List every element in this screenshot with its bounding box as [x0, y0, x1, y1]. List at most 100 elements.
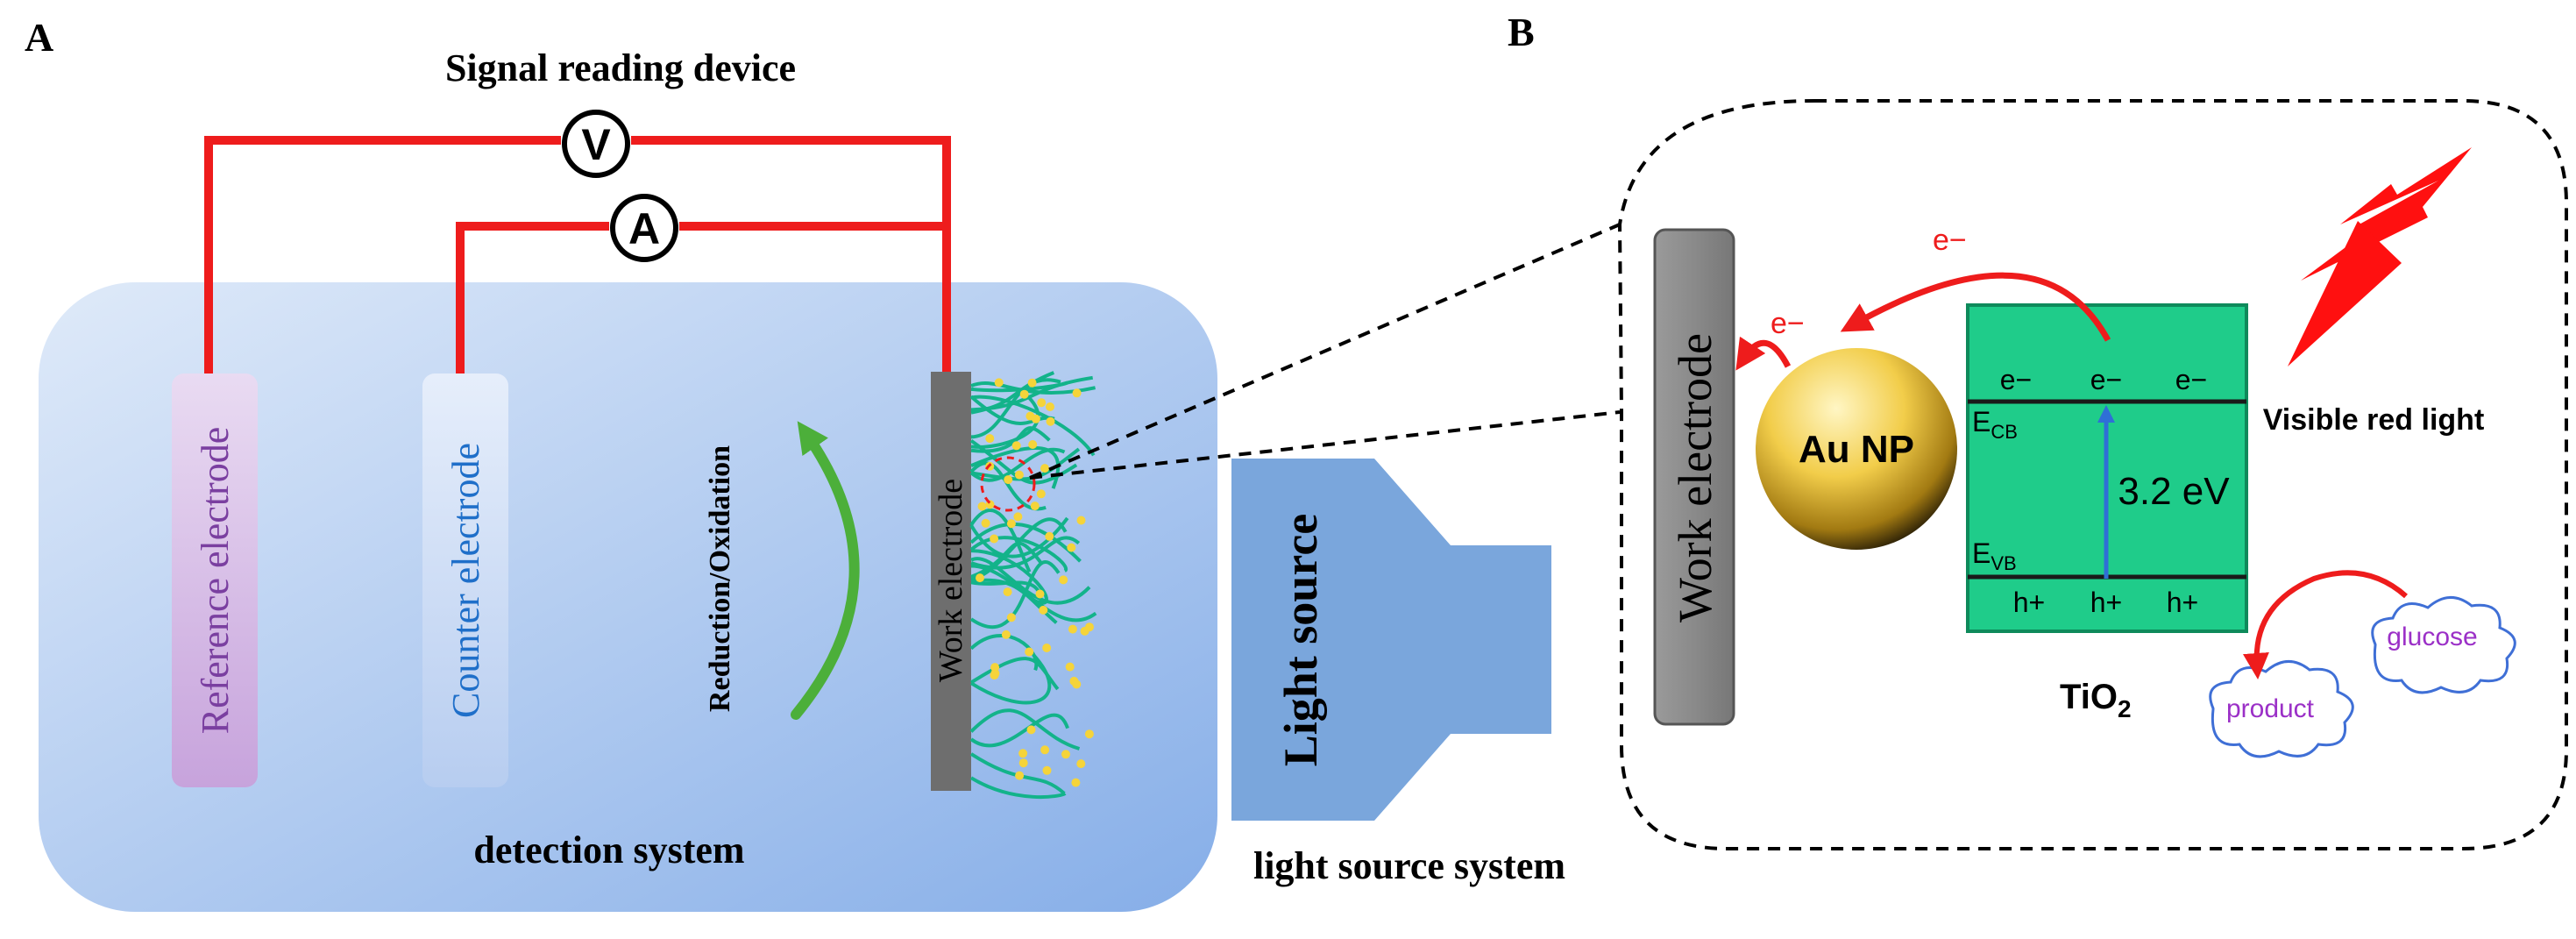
light-source-lens: [1451, 545, 1551, 734]
electron-to-electrode-label: e−: [1771, 307, 1805, 340]
glucose-to-product-arrow: [2242, 570, 2408, 679]
au-np-label: Au NP: [1799, 428, 1914, 471]
nanoparticle-dot: [1019, 389, 1029, 399]
nanoparticle-dot: [1030, 502, 1040, 511]
nanoparticle-dot: [1046, 402, 1054, 411]
counter-electrode: [422, 373, 508, 787]
nanoparticle-dot: [1036, 489, 1046, 499]
nanoparticle-dot: [990, 663, 1000, 672]
nanoparticle-dot: [1072, 679, 1082, 689]
nanoparticle-dot: [985, 434, 995, 444]
conduction-band-subscript: CB: [1991, 421, 2018, 443]
light-source-system-label: light source system: [1253, 844, 1565, 887]
nanoparticle-dot: [1040, 464, 1049, 473]
nanoparticle-dot: [1068, 624, 1077, 634]
detection-system-label: detection system: [473, 829, 744, 871]
fiber-strand: [969, 708, 1081, 750]
nanoparticle-dot: [1025, 647, 1034, 657]
fiber-strand: [969, 516, 1069, 558]
tio2-subscript: 2: [2118, 695, 2132, 722]
zoom-region-marker: [980, 456, 1036, 512]
fiber-strand: [970, 536, 1081, 570]
nanoparticle-dot: [990, 534, 999, 544]
nanoparticle-dot: [1035, 589, 1045, 599]
nanoparticle-dot: [1026, 725, 1036, 735]
nanoparticle-dot: [1018, 758, 1028, 768]
fiber-strand: [970, 380, 1071, 393]
fiber-strand: [970, 557, 1091, 605]
nanoparticle-dot: [1076, 759, 1086, 769]
nanoparticle-dot: [1076, 516, 1086, 525]
fiber-strand: [969, 536, 1068, 573]
fiber-strand: [970, 549, 1048, 605]
ammeter-symbol: A: [628, 204, 660, 253]
nanoparticle-dot: [977, 502, 987, 511]
nanoparticle-dot: [1040, 745, 1050, 755]
nanoparticle-dot: [1072, 388, 1082, 398]
cb-electron-1: e−: [2000, 364, 2032, 395]
cb-electron-3: e−: [2175, 364, 2207, 395]
conduction-band-label: ECB: [1972, 406, 2018, 443]
nanoparticle-dot: [1013, 512, 1023, 522]
work-electrode-b-label: Work electrode: [1669, 333, 1721, 622]
light-source-body: [1231, 459, 1451, 821]
nanoparticle-dot: [1067, 543, 1076, 552]
electron-cb-to-au-label: e−: [1933, 224, 1967, 257]
nanoparticle-dot: [1042, 765, 1052, 775]
fiber-strand: [970, 381, 1096, 395]
nanoparticle-dot: [1084, 729, 1094, 739]
panel-b-label: B: [1508, 10, 1535, 54]
fiber-strand: [970, 426, 1051, 453]
nanoparticle-dot: [1046, 416, 1055, 426]
nanoparticle-dot: [1006, 613, 1016, 622]
voltmeter-symbol: V: [581, 120, 611, 169]
nanoparticle-dot: [1018, 749, 1028, 758]
nanoparticle-dot: [1045, 531, 1054, 541]
fiber-strand: [970, 371, 1055, 415]
lightning-bolt-tail-icon: [2288, 221, 2402, 366]
fiber-strand: [970, 517, 1068, 581]
vb-hole-3: h+: [2167, 587, 2198, 618]
zoom-connector-lines: [1029, 223, 1621, 480]
detection-system-box: [39, 282, 1217, 912]
nanoparticle-dot: [1085, 622, 1094, 632]
zoom-callout-border: [1617, 99, 2568, 850]
vb-hole-2: h+: [2090, 587, 2122, 618]
valence-band-subscript: VB: [1991, 552, 2016, 574]
nanoparticle-dot: [1071, 778, 1081, 787]
nanoparticle-dot: [1065, 662, 1075, 672]
fiber-strand: [969, 522, 1082, 563]
fiber-strand: [969, 776, 1067, 800]
glucose-cloud: [2371, 596, 2516, 694]
reference-electrode: [172, 373, 258, 787]
reference-electrode-label: Reference electrode: [194, 427, 237, 735]
voltmeter: V: [562, 110, 630, 178]
work-electrode-label: Work electrode: [933, 479, 969, 682]
tio2-label: TiO2: [2060, 678, 2132, 722]
electron-transfer-cb-to-au-arrow: [1840, 272, 2111, 342]
nanoparticle-dot: [1027, 378, 1037, 388]
au-nanoparticle: [1756, 348, 1957, 550]
circuit-wires: [204, 136, 951, 386]
nanoparticle-dot: [1001, 630, 1011, 639]
product-label: product: [2226, 694, 2315, 723]
nanoparticle-dot: [981, 518, 990, 528]
nanoparticle-dot: [1015, 771, 1025, 780]
panel-a-label: A: [25, 15, 53, 60]
nanoparticle-dot: [1014, 470, 1024, 480]
vb-hole-1: h+: [2013, 587, 2045, 618]
reduction-oxidation-label: Reduction/Oxidation: [704, 445, 736, 712]
fiber-strand: [969, 752, 1066, 795]
fiber-strand: [970, 394, 1040, 449]
nanoparticle-dot: [1031, 414, 1040, 423]
nanoparticle-dot: [1039, 605, 1048, 615]
nanoparticle-dot: [976, 573, 984, 583]
nanoparticle-dot: [1028, 440, 1038, 449]
work-electrode: [931, 372, 971, 791]
cb-electron-2: e−: [2090, 364, 2122, 395]
light-source-label: Light source: [1274, 514, 1327, 767]
signal-reading-device-label: Signal reading device: [445, 46, 796, 89]
valence-band-label: EVB: [1972, 537, 2017, 574]
nanoparticle-dot: [1059, 575, 1068, 585]
